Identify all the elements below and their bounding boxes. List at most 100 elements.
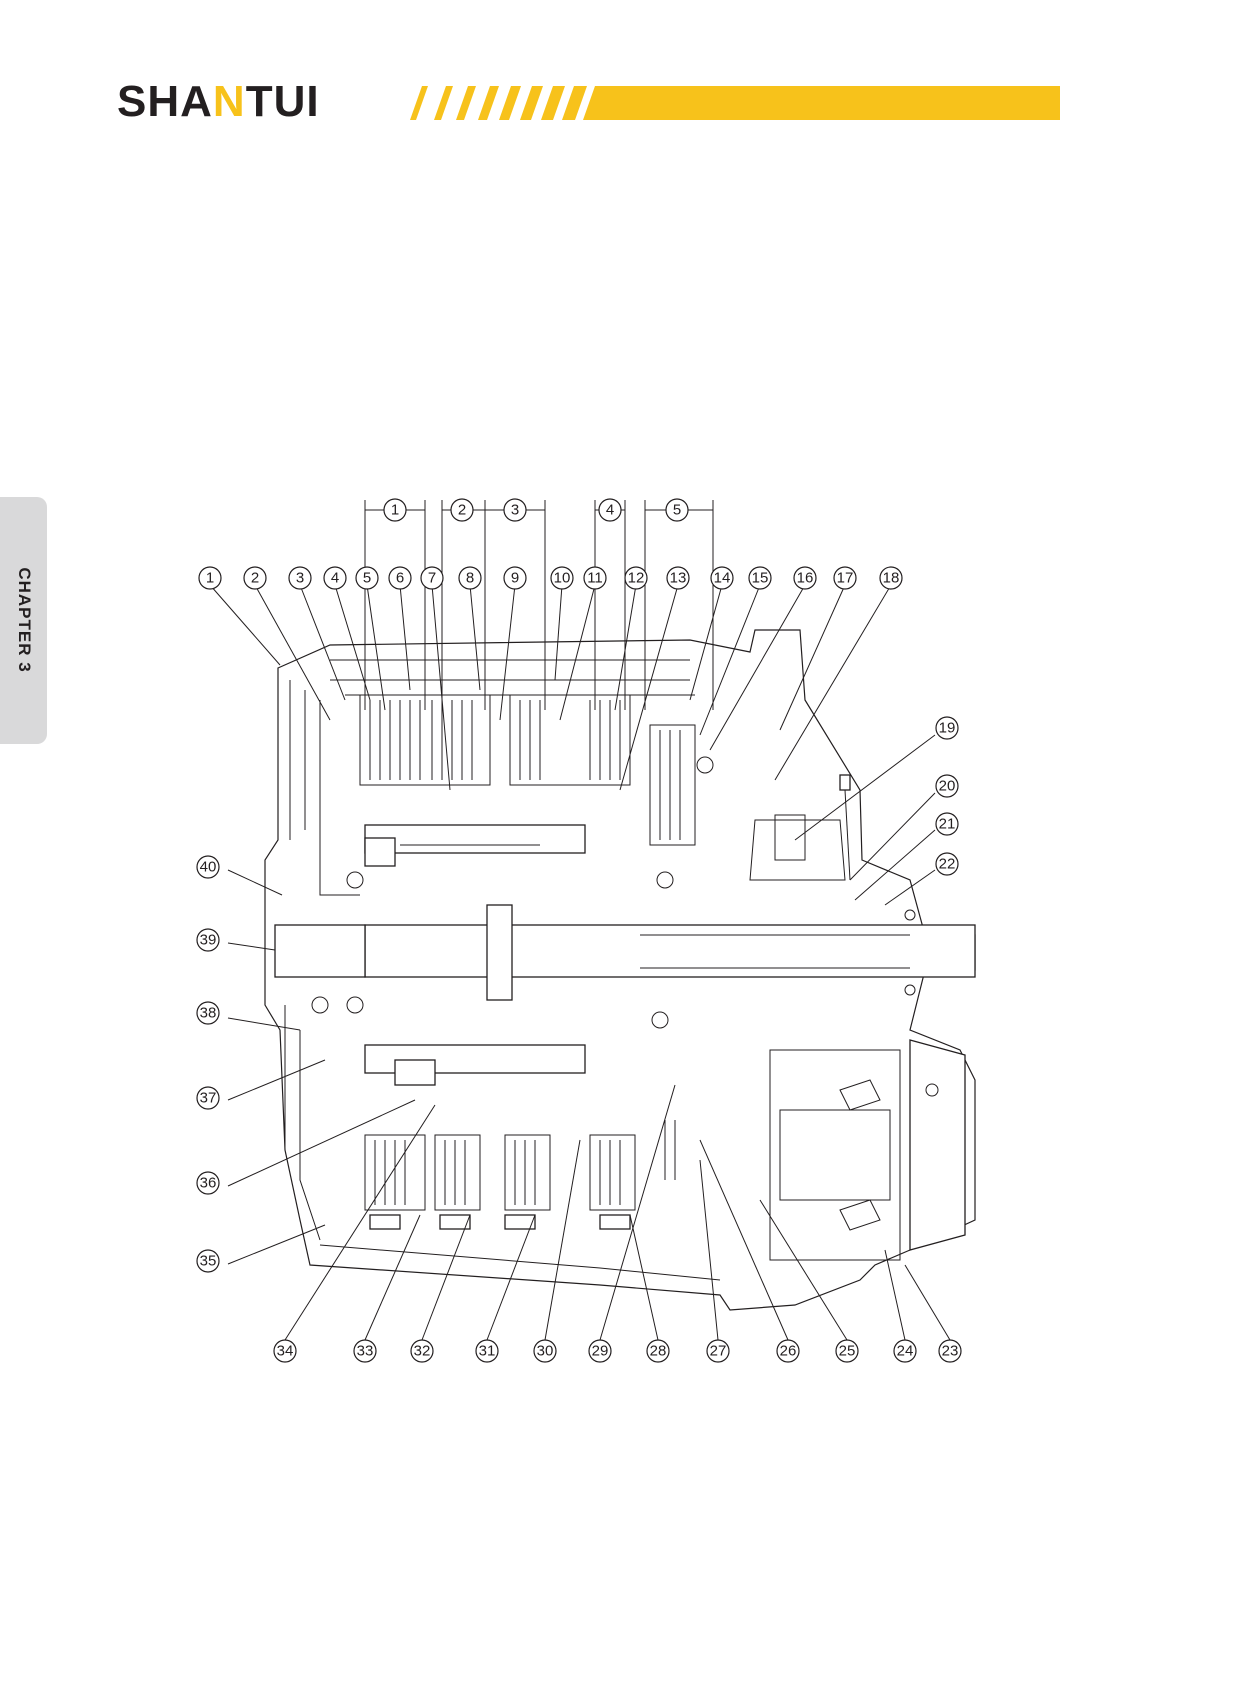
callout-5: 5 [355, 566, 379, 590]
svg-text:3: 3 [296, 570, 304, 587]
svg-text:7: 7 [428, 570, 436, 587]
callout-17: 17 [833, 566, 857, 590]
callout-22: 22 [935, 852, 959, 876]
callout-36: 36 [196, 1171, 220, 1195]
svg-text:38: 38 [200, 1005, 217, 1022]
callout-24: 24 [893, 1339, 917, 1363]
svg-text:5: 5 [363, 570, 371, 587]
svg-text:34: 34 [277, 1343, 294, 1360]
group-label-5: 5 [665, 498, 689, 522]
brand-prefix: SHA [117, 77, 213, 126]
callout-18: 18 [879, 566, 903, 590]
chapter-side-tab [0, 497, 47, 744]
callout-30: 30 [533, 1339, 557, 1363]
svg-text:2: 2 [251, 570, 259, 587]
svg-text:23: 23 [942, 1343, 959, 1360]
callout-27: 27 [706, 1339, 730, 1363]
leader-lines [209, 584, 951, 1341]
svg-text:5: 5 [673, 502, 681, 519]
output-assembly [749, 774, 966, 1261]
lower-clutch-packs [364, 1120, 676, 1230]
callout-28: 28 [646, 1339, 670, 1363]
svg-text:4: 4 [606, 502, 614, 519]
svg-text:35: 35 [200, 1253, 217, 1270]
upper-clutch-packs [359, 694, 696, 846]
brand-accent-letter: N [212, 77, 246, 126]
callout-9: 9 [503, 566, 527, 590]
callout-38: 38 [196, 1001, 220, 1025]
transmission-housing [264, 629, 976, 1311]
svg-text:22: 22 [939, 856, 956, 873]
lower-counter-shaft [364, 1044, 586, 1086]
svg-text:26: 26 [780, 1343, 797, 1360]
svg-text:13: 13 [670, 570, 687, 587]
callout-10: 10 [550, 566, 574, 590]
callout-21: 21 [935, 812, 959, 836]
svg-text:24: 24 [897, 1343, 914, 1360]
callout-34: 34 [273, 1339, 297, 1363]
svg-text:36: 36 [200, 1175, 217, 1192]
svg-text:8: 8 [466, 570, 474, 587]
svg-text:31: 31 [479, 1343, 496, 1360]
group-label-2: 2 [450, 498, 474, 522]
main-shaft [274, 904, 976, 1001]
group-brackets [364, 500, 714, 710]
svg-text:28: 28 [650, 1343, 667, 1360]
group-label-4: 4 [598, 498, 622, 522]
callout-23: 23 [938, 1339, 962, 1363]
svg-text:30: 30 [537, 1343, 554, 1360]
svg-text:33: 33 [357, 1343, 374, 1360]
callout-16: 16 [793, 566, 817, 590]
svg-text:20: 20 [939, 778, 956, 795]
brand-logo: SHANTUI [117, 80, 320, 124]
svg-text:18: 18 [883, 570, 900, 587]
group-label-3: 3 [503, 498, 527, 522]
callout-2: 2 [243, 566, 267, 590]
brand-suffix: TUI [245, 77, 320, 126]
callout-8: 8 [458, 566, 482, 590]
svg-text:40: 40 [200, 859, 217, 876]
callout-15: 15 [748, 566, 772, 590]
svg-text:2: 2 [458, 502, 466, 519]
svg-text:6: 6 [396, 570, 404, 587]
bearings [311, 756, 916, 1231]
svg-text:27: 27 [710, 1343, 727, 1360]
svg-text:1: 1 [391, 502, 399, 519]
svg-text:32: 32 [414, 1343, 431, 1360]
svg-text:1: 1 [206, 570, 214, 587]
callout-26: 26 [776, 1339, 800, 1363]
svg-text:21: 21 [939, 816, 956, 833]
svg-text:25: 25 [839, 1343, 856, 1360]
svg-text:14: 14 [714, 570, 731, 587]
svg-text:17: 17 [837, 570, 854, 587]
callout-32: 32 [410, 1339, 434, 1363]
callout-29: 29 [588, 1339, 612, 1363]
svg-text:10: 10 [554, 570, 571, 587]
callout-12: 12 [624, 566, 648, 590]
svg-text:9: 9 [511, 570, 519, 587]
svg-text:29: 29 [592, 1343, 609, 1360]
group-label-1: 1 [383, 498, 407, 522]
svg-text:3: 3 [511, 502, 519, 519]
callout-40: 40 [196, 855, 220, 879]
callout-37: 37 [196, 1086, 220, 1110]
callout-20: 20 [935, 774, 959, 798]
svg-text:37: 37 [200, 1090, 217, 1107]
svg-text:4: 4 [331, 570, 339, 587]
callout-39: 39 [196, 928, 220, 952]
callout-3: 3 [288, 566, 312, 590]
callout-31: 31 [475, 1339, 499, 1363]
callout-7: 7 [420, 566, 444, 590]
svg-text:19: 19 [939, 720, 956, 737]
svg-text:15: 15 [752, 570, 769, 587]
callout-35: 35 [196, 1249, 220, 1273]
svg-text:12: 12 [628, 570, 645, 587]
svg-text:11: 11 [587, 570, 603, 587]
callout-19: 19 [935, 716, 959, 740]
header-stripe-bar [410, 86, 1060, 120]
callout-14: 14 [710, 566, 734, 590]
svg-text:16: 16 [797, 570, 814, 587]
upper-counter-shaft [364, 824, 586, 867]
callout-13: 13 [666, 566, 690, 590]
